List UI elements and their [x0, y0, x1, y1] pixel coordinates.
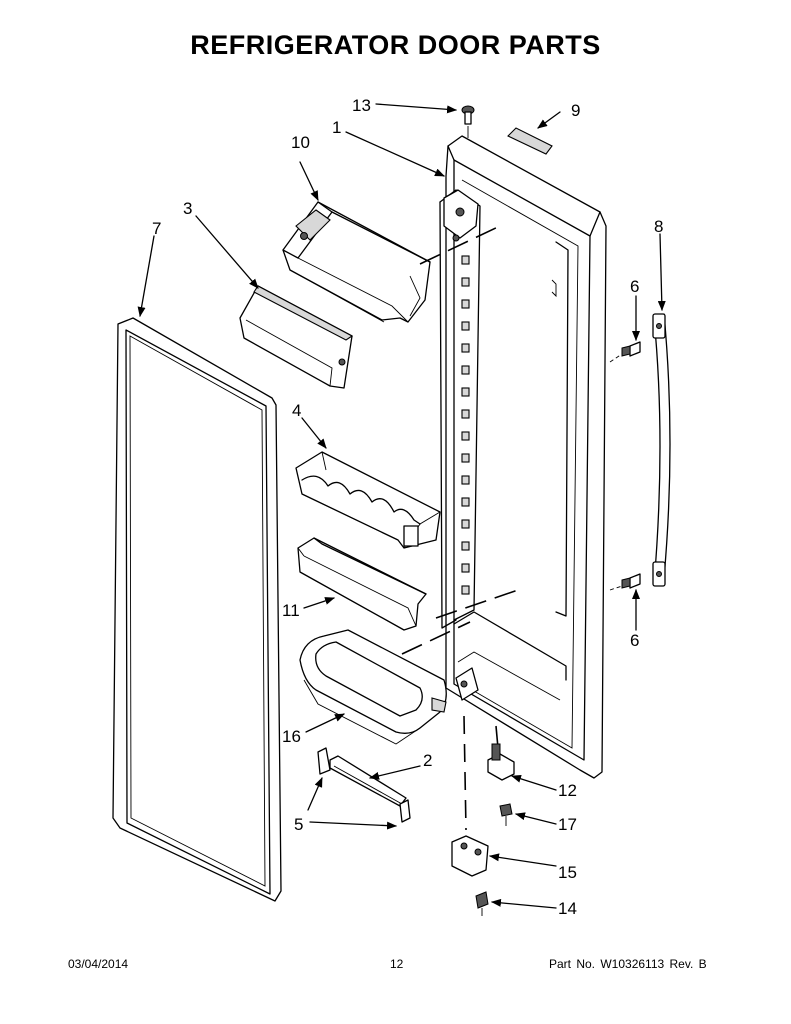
part-2-shelf-rail	[329, 755, 407, 807]
callout-15: 15	[558, 863, 577, 882]
callout-6-top: 6	[630, 277, 639, 296]
callout-11: 11	[282, 601, 300, 620]
callout-7: 7	[152, 219, 161, 238]
part-3-bin-cover	[239, 285, 354, 389]
leader-arrows	[137, 103, 666, 909]
part-13-top-plug	[461, 105, 475, 138]
callout-12: 12	[558, 781, 577, 800]
page-title: REFRIGERATOR DOOR PARTS	[190, 30, 601, 60]
part-9-strip	[507, 127, 553, 155]
callout-14: 14	[558, 899, 577, 918]
callout-5: 5	[294, 815, 303, 834]
callout-8: 8	[654, 217, 663, 236]
part-6-handle-screws	[609, 341, 641, 591]
part-8-door-handle	[652, 313, 671, 587]
part-17-screw	[499, 803, 513, 826]
part-1-refrigerator-door	[401, 135, 607, 779]
footer-date: 03/04/2014	[68, 957, 129, 971]
part-15-lower-hinge	[451, 835, 489, 877]
part-5-rail-end-caps	[317, 747, 411, 823]
footer-part-number: Part No. W10326113 Rev. B	[549, 957, 707, 971]
callout-16: 16	[282, 727, 301, 746]
part-16-large-bin	[299, 629, 447, 745]
callout-1: 1	[332, 118, 341, 137]
callout-9: 9	[571, 101, 580, 120]
callout-2: 2	[423, 751, 432, 770]
callout-4: 4	[292, 401, 301, 420]
part-14-screw	[475, 891, 489, 916]
callout-17: 17	[558, 815, 577, 834]
callout-3: 3	[183, 199, 192, 218]
callout-13: 13	[352, 96, 371, 115]
callout-6-bottom: 6	[630, 631, 639, 650]
footer-page-number: 12	[390, 957, 404, 971]
shelf-adjustment-holes	[461, 255, 470, 595]
part-11-door-bin	[297, 537, 427, 631]
part-12-hinge-pin	[487, 743, 515, 781]
part-4-door-bin	[295, 451, 441, 549]
part-10-dairy-compartment	[282, 201, 431, 323]
callout-10: 10	[291, 133, 310, 152]
part-7-door-gasket	[112, 317, 282, 902]
